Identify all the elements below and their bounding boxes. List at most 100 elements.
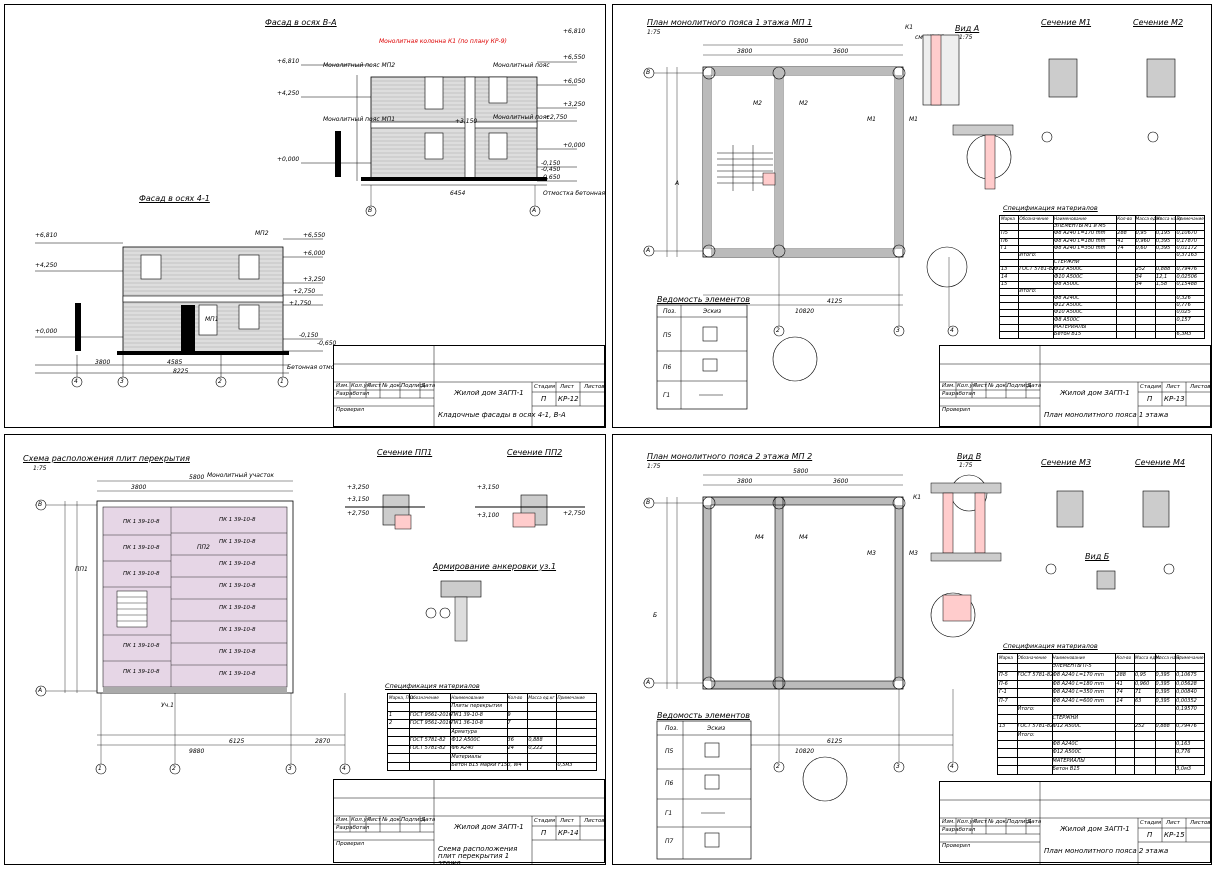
- spec-cell: ЭЛЕМЕНТЫ М1 и М5: [1054, 223, 1106, 230]
- stamp-role: Разработал: [336, 825, 370, 831]
- axis-label: Б: [653, 612, 658, 619]
- belt-note: МП1: [205, 316, 219, 323]
- axis-label: А: [38, 687, 43, 694]
- spec-cell: Итого:: [1019, 287, 1037, 294]
- stamp-col: Подпись: [401, 817, 426, 823]
- section-mark: М4: [755, 534, 764, 541]
- spec-cell: ГОСТ 5781-82: [409, 736, 446, 743]
- section-mark: М4: [799, 534, 808, 541]
- spec-cell: Арматура: [451, 728, 477, 735]
- axis-label: 3: [120, 378, 124, 385]
- elev: +6,810: [563, 28, 586, 35]
- spec-cell: П-5: [999, 671, 1008, 678]
- spec-cell: 0,395: [1156, 237, 1171, 244]
- dim: 3800: [95, 359, 111, 366]
- spec-cell: Ф8 А240 L=180 mm: [1054, 237, 1106, 244]
- spec-cell: 1: [389, 711, 393, 718]
- dim: 3600: [833, 48, 849, 55]
- stamp-role: Проверил: [336, 407, 365, 413]
- pavement-note: Отмостка бетонная: [543, 190, 606, 197]
- axis-label: 1: [98, 765, 102, 772]
- plan-title: Схема расположения плит перекрытия: [23, 454, 190, 463]
- stamp-hdr: Листов: [1190, 384, 1211, 390]
- elev: +3,100: [477, 512, 500, 519]
- stamp-col: № док.: [988, 819, 1008, 825]
- axis-label: 2: [776, 763, 780, 770]
- dim: 5800: [793, 38, 809, 45]
- sheet-facades: Фасад в осях В-А Фасад в осях 4-1: [4, 4, 606, 428]
- spec-cell: 0,01172: [1176, 244, 1198, 251]
- spec-cell: ГОСТ 5781-82: [1019, 266, 1056, 273]
- dim: 3600: [833, 478, 849, 485]
- belt-note: Монолитный пояс: [493, 114, 550, 121]
- spec-cell: 41: [1116, 680, 1123, 687]
- stamp-col: Кол.уч: [351, 817, 371, 823]
- slab-label: ПК 1 39-10-8: [219, 605, 256, 611]
- stamp-role: Проверил: [942, 407, 971, 413]
- dim: 4585: [167, 359, 183, 366]
- plan-title: План монолитного пояса 2 этажа МП 2: [647, 452, 813, 461]
- stamp-col: Дата: [421, 383, 436, 389]
- spec-title: Спецификация материалов: [385, 682, 480, 690]
- stamp-role: Проверил: [942, 843, 971, 849]
- spec-cell: 6,3м3: [1176, 330, 1192, 337]
- stamp-sheet: КР-14: [558, 829, 579, 837]
- stamp-project: Жилой дом ЗАГП-1: [1060, 389, 1130, 397]
- elev: +2,750: [545, 114, 568, 121]
- stamp-project: Жилой дом ЗАГП-1: [454, 389, 524, 397]
- stamp-col: № док.: [382, 817, 402, 823]
- spec-cell: П5: [1001, 230, 1008, 237]
- elev: +3,150: [455, 118, 478, 125]
- elev: +6,810: [277, 58, 300, 65]
- axis-label: В: [368, 207, 373, 214]
- spec-cell: 34: [1135, 273, 1142, 280]
- spec-cell: 71: [1134, 689, 1142, 696]
- spec-cell: 0,79476: [1176, 266, 1198, 273]
- spec-cell: Ф10 А500С: [1054, 309, 1083, 316]
- stamp-role: Разработал: [942, 391, 976, 397]
- slab-label: ПК 1 39-10-8: [219, 627, 256, 633]
- stamp-col: Изм.: [942, 383, 955, 389]
- axis-label: 4: [950, 327, 954, 334]
- section-mark: М3: [909, 550, 918, 557]
- spec-cell: СТЕРЖНИ: [1052, 714, 1079, 721]
- sheet-belt-1: План монолитного пояса 1 этажа МП 1 1:75…: [612, 4, 1212, 428]
- facade-title-41: Фасад в осях 4-1: [139, 194, 210, 203]
- pavement-note: Бетонная отмостка: [287, 364, 349, 371]
- stamp-hdr: Листов: [1190, 820, 1211, 826]
- elev: +3,150: [347, 496, 370, 503]
- spec-cell: Ф10 А500С: [1054, 273, 1083, 280]
- spec-cell: 0,95: [1134, 671, 1147, 678]
- spec-header-cell: Кол-во: [507, 694, 523, 700]
- elev: +2,750: [347, 510, 370, 517]
- elev: +6,810: [35, 232, 58, 239]
- axis-label: 2: [218, 378, 222, 385]
- spec-cell: Бетон В15: [1052, 766, 1080, 773]
- stamp-stage: П: [1147, 831, 1153, 839]
- spec-cell: 0,17870: [1176, 237, 1198, 244]
- view-scale: 1:75: [959, 462, 973, 469]
- spec-cell: Г-1: [999, 689, 1007, 696]
- stamp-name: Схема расположения плит перекрытия 1 эта…: [438, 845, 518, 865]
- dim: 5800: [793, 468, 809, 475]
- spec-cell: 0,888: [1156, 266, 1171, 273]
- elev: +2,750: [293, 288, 316, 295]
- stamp-col: № док.: [382, 383, 402, 389]
- spec-cell: Ф8 А500С: [1054, 316, 1080, 323]
- stamp-role: Проверил: [336, 841, 365, 847]
- spec-header-cell: Обозначение: [1017, 654, 1047, 660]
- spec-cell: 0,05628: [1176, 680, 1197, 687]
- spec-cell: Бетон В15 марки F150, W4: [451, 762, 522, 769]
- anchor-title: Армирование анкеровки уз.1: [433, 562, 557, 571]
- sheet-belt-2: План монолитного пояса 2 этажа МП 2 1:75…: [612, 434, 1212, 865]
- spec-cell: Ф8 А240 L=180 mm: [1052, 680, 1105, 687]
- sheet-slabs: Схема расположения плит перекрытия 1:75 …: [4, 434, 606, 865]
- belt-note: Монолитный пояс МП1: [323, 116, 396, 123]
- dim: 6125: [229, 738, 245, 745]
- view-scale: 1:75: [959, 34, 973, 41]
- spec-title: Спецификация материалов: [1003, 642, 1098, 650]
- section-title: Сечение М3: [1041, 458, 1092, 467]
- spec-cell: 0,326: [1176, 295, 1191, 302]
- belt-note: Монолитный пояс МП2: [323, 62, 396, 69]
